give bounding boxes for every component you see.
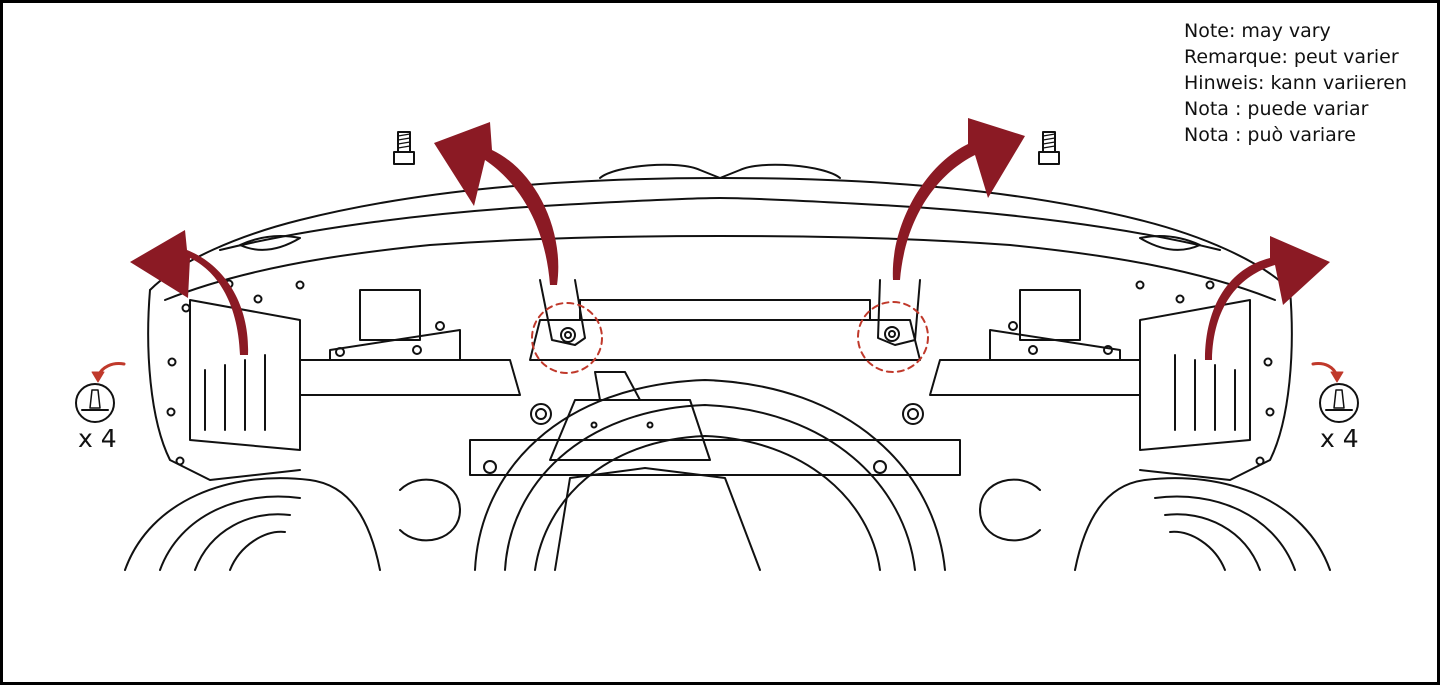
- push-pin-clip-icon: [1319, 383, 1359, 423]
- right-bolt-highlight: [857, 301, 929, 373]
- left-clip-count: x 4: [78, 424, 117, 453]
- bolt-icon: [393, 131, 415, 165]
- rear-bumper: [147, 163, 1293, 481]
- push-pin-clip-icon: [75, 383, 115, 423]
- right-mount-tab: [877, 279, 921, 346]
- rotate-arrow-icon: [91, 362, 126, 383]
- right-clip-count: x 4: [1320, 424, 1359, 453]
- variation-notes: Note: may vary Remarque: peut varier Hin…: [1184, 18, 1407, 148]
- frame-rails: [299, 289, 1141, 542]
- note-english: Note: may vary: [1184, 20, 1331, 42]
- note-italian: Nota : può variare: [1184, 124, 1356, 146]
- bolt-icon: [1038, 131, 1060, 165]
- right-tire: [1074, 477, 1331, 571]
- spare-tire: [474, 379, 946, 571]
- removal-arrow-icon: [130, 230, 249, 355]
- note-german: Hinweis: kann variieren: [1184, 72, 1407, 94]
- removal-arrow-icon: [434, 122, 559, 285]
- left-bolt-highlight: [531, 302, 603, 374]
- note-french: Remarque: peut varier: [1184, 46, 1399, 68]
- removal-arrow-icon: [1205, 236, 1330, 360]
- rotate-arrow-icon: [1311, 362, 1344, 383]
- left-tire: [124, 477, 381, 571]
- note-spanish: Nota : puede variar: [1184, 98, 1369, 120]
- left-mount-tab: [539, 279, 586, 346]
- removal-arrow-icon: [892, 118, 1025, 280]
